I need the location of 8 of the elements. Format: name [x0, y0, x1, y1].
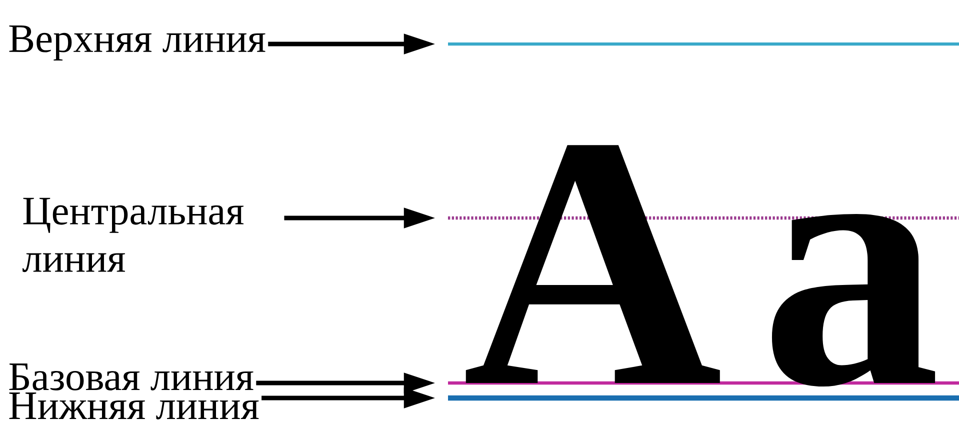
- line-label: Нижняя линия: [9, 392, 259, 420]
- guide-line: [448, 395, 959, 401]
- letter: A: [466, 145, 720, 383]
- guide-line: [448, 42, 959, 46]
- line-label: Базовая линия: [9, 364, 254, 390]
- line-label: Центральная линия: [22, 198, 244, 272]
- line-label: Верхняя линия: [9, 25, 266, 61]
- letter: a: [772, 214, 936, 387]
